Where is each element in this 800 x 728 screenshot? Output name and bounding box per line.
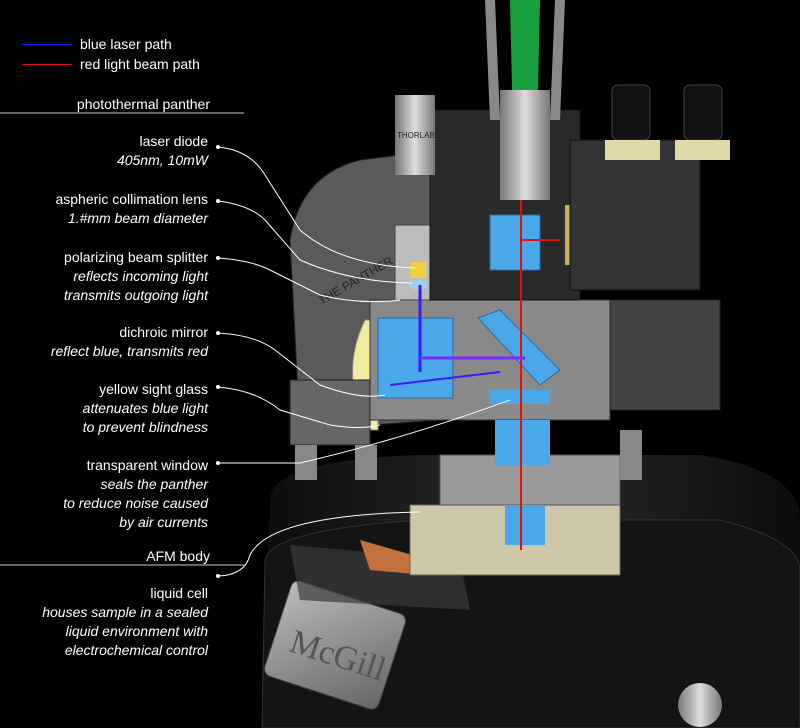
- blue-arrow-icon: [22, 43, 72, 45]
- red-arrow-icon: [22, 63, 72, 65]
- section-title-afm: AFM body: [146, 548, 210, 564]
- legend-blue: blue laser path: [22, 36, 172, 52]
- legend-red: red light beam path: [22, 56, 200, 72]
- thorlabs-knob: [395, 95, 435, 175]
- svg-text:THORLABS: THORLABS: [397, 131, 440, 140]
- fiber-connector: [500, 90, 550, 200]
- leader-lines: [217, 146, 511, 577]
- section-title-panther: photothermal panther: [76, 96, 210, 112]
- transparent-window: [505, 505, 545, 545]
- dichroic-mirror: [477, 309, 561, 386]
